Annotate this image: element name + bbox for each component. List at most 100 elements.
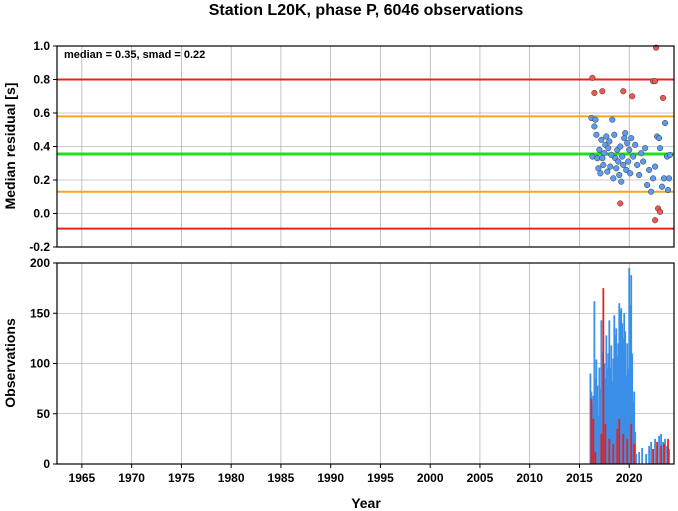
observation-bar [656,441,658,464]
y-tick-label: 0.2 [33,173,50,187]
observation-bar [602,288,605,464]
data-point [640,158,647,165]
data-point [598,136,605,143]
data-point [599,88,606,95]
observation-bar [611,381,614,464]
y-tick-label: 200 [30,256,50,270]
observation-bar [634,431,637,464]
observation-bar [635,453,638,464]
observation-bar [662,441,664,464]
observation-bar [667,438,669,464]
y-tick-label: 50 [37,407,51,421]
observation-bar [623,313,626,464]
data-point [603,133,610,140]
observation-bar [594,451,597,464]
observation-bar [610,345,613,464]
data-point [629,93,636,100]
observation-bar [622,338,625,464]
observations-y-label: Observations [2,318,18,408]
data-point [613,165,620,172]
data-point [604,168,611,175]
data-point [664,187,672,194]
observation-bar [630,423,633,464]
data-point [626,146,633,153]
observation-bar [620,308,623,464]
observation-bar [630,275,633,464]
data-point [660,94,667,101]
observation-bar [600,320,603,464]
data-point [621,135,628,142]
y-tick-label: 0.4 [33,140,50,154]
y-tick-label: 0.0 [33,207,50,221]
stats-annotation: median = 0.35, smad = 0.22 [64,49,205,61]
observation-bar [590,398,593,464]
observation-bar [600,433,603,464]
observation-bar [622,433,625,464]
x-tick-label: 1985 [268,471,295,485]
data-point [627,170,634,177]
data-point [625,158,632,165]
observation-bar [594,378,597,464]
observation-bar [633,391,636,464]
data-point [589,74,596,81]
x-tick-label: 1980 [218,471,245,485]
observation-bar [660,445,662,464]
observation-bar [627,368,630,464]
data-point [652,163,659,170]
y-tick-label: 0.8 [33,73,50,87]
observation-bar [615,328,618,464]
observation-bar [625,375,628,464]
data-point [646,166,653,173]
observation-bar [592,418,595,464]
observation-bar [668,448,670,464]
observation-bar [593,301,596,464]
observation-bar [604,378,607,464]
observation-bar [613,315,616,464]
x-tick-label: 1975 [168,471,195,485]
data-point [591,123,598,130]
data-point [596,146,603,153]
x-tick-label: 2020 [616,471,643,485]
x-tick-label: 2005 [467,471,494,485]
x-tick-label: 2015 [566,471,593,485]
x-tick-label: 1990 [317,471,344,485]
data-point [657,208,664,215]
data-point [665,175,673,182]
x-tick-label: 2010 [516,471,543,485]
data-point [601,150,608,157]
data-point [622,130,629,137]
data-point [595,165,602,172]
data-point [617,200,624,207]
year-x-label: Year [351,495,381,511]
data-point [620,88,627,95]
observation-bar [621,323,624,464]
data-point [624,140,631,147]
data-point [605,145,612,152]
data-point [644,181,651,189]
observation-bar [591,405,594,464]
data-point [618,178,625,185]
y-tick-label: 100 [30,357,50,371]
data-point [652,78,659,85]
observation-bar [618,418,621,464]
observation-bar [616,355,619,464]
y-tick-label: 1.0 [33,39,50,53]
observation-bar [612,358,615,464]
data-point [634,161,641,168]
observation-bar [663,443,665,464]
data-point [642,145,649,152]
observation-bar [631,353,634,464]
data-point [593,131,600,138]
observation-bar [614,335,617,464]
observation-bar [616,428,619,464]
x-tick-label: 1965 [69,471,96,485]
observation-bar [617,343,620,464]
observation-bar [654,438,656,464]
data-point [600,161,607,168]
observation-bar [599,388,602,464]
x-tick-label: 2000 [417,471,444,485]
observation-bar [596,385,599,464]
